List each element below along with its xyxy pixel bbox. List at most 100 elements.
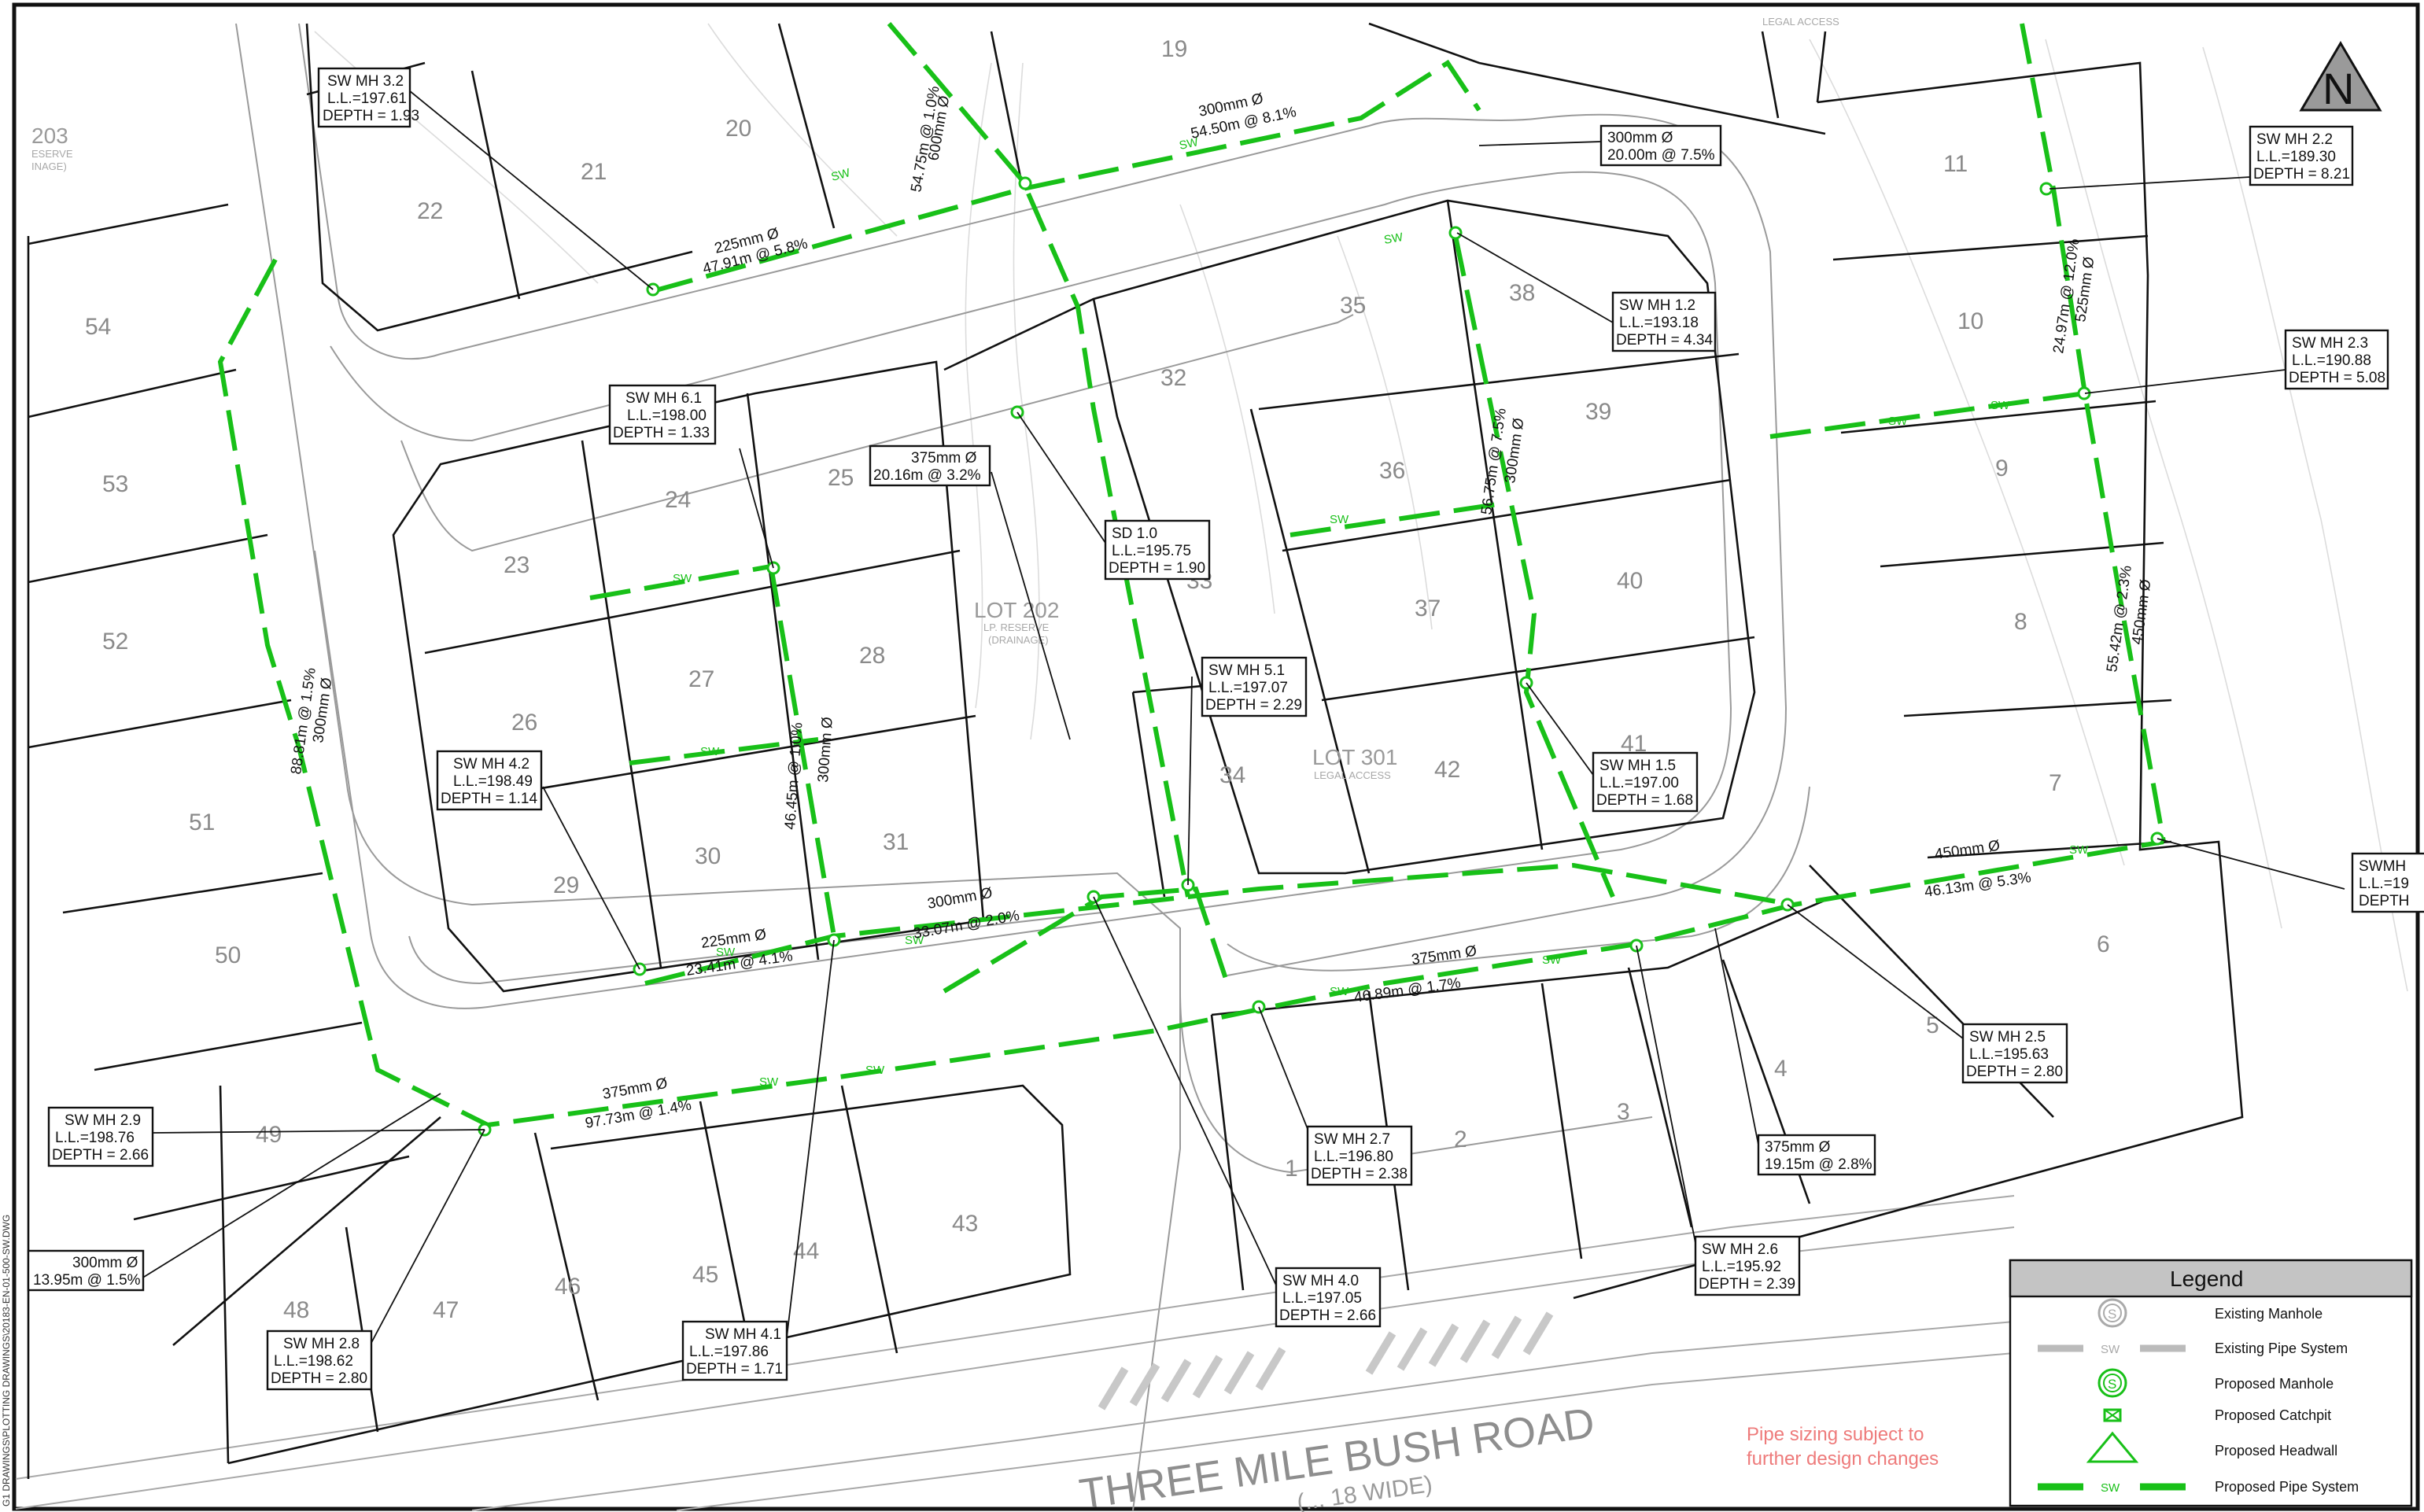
svg-text:6: 6 xyxy=(2097,931,2110,957)
svg-text:SW: SW xyxy=(2101,1481,2120,1495)
svg-text:DEPTH = 2.29: DEPTH = 2.29 xyxy=(1205,697,1302,714)
svg-text:DEPTH = 2.66: DEPTH = 2.66 xyxy=(1279,1307,1376,1324)
svg-text:LOT 202: LOT 202 xyxy=(974,598,1059,622)
svg-text:DEPTH = 1.68: DEPTH = 1.68 xyxy=(1596,792,1693,809)
svg-text:LEGAL ACCESS: LEGAL ACCESS xyxy=(1314,769,1391,781)
svg-text:DEPTH: DEPTH xyxy=(2359,893,2409,909)
svg-text:21: 21 xyxy=(581,159,607,185)
svg-text:10: 10 xyxy=(1957,308,1983,334)
svg-text:Proposed Headwall: Proposed Headwall xyxy=(2215,1443,2337,1459)
svg-text:L.L.=197.61: L.L.=197.61 xyxy=(327,90,407,107)
svg-text:LOT 301: LOT 301 xyxy=(1312,745,1397,769)
svg-text:19.15m @ 2.8%: 19.15m @ 2.8% xyxy=(1765,1156,1872,1173)
svg-text:SW: SW xyxy=(1330,985,1349,998)
svg-text:300mm Ø: 300mm Ø xyxy=(72,1255,138,1271)
svg-text:SW MH 2.7: SW MH 2.7 xyxy=(1314,1131,1390,1148)
svg-text:L.L.=195.75: L.L.=195.75 xyxy=(1112,543,1191,559)
svg-text:N: N xyxy=(2323,64,2354,113)
pipe-label-box: 300mm Ø13.95m @ 1.5% xyxy=(27,1249,145,1292)
svg-text:L.L.=190.88: L.L.=190.88 xyxy=(2292,352,2371,369)
svg-text:DEPTH = 2.38: DEPTH = 2.38 xyxy=(1311,1166,1408,1182)
svg-text:8: 8 xyxy=(2014,609,2027,635)
pipe-sw-tags: SW SW SW SW SW SW SW SW SW SW SW SW SW S… xyxy=(673,135,2089,1089)
svg-text:42: 42 xyxy=(1434,757,1460,783)
svg-text:19: 19 xyxy=(1161,36,1187,62)
svg-text:L.L.=198.62: L.L.=198.62 xyxy=(274,1353,353,1370)
svg-text:SW MH 2.3: SW MH 2.3 xyxy=(2292,335,2368,352)
legend: Legend S Existing Manhole SW Existing Pi… xyxy=(2009,1259,2413,1507)
svg-text:L.L.=197.00: L.L.=197.00 xyxy=(1599,775,1679,791)
svg-text:SW MH 2.6: SW MH 2.6 xyxy=(1702,1241,1778,1258)
svg-text:SW MH 3.2: SW MH 3.2 xyxy=(327,73,404,90)
svg-text:31: 31 xyxy=(883,829,909,855)
svg-text:5: 5 xyxy=(1926,1012,1939,1038)
svg-text:SW: SW xyxy=(1178,135,1200,153)
svg-text:23.41m @ 4.1%: 23.41m @ 4.1% xyxy=(685,948,794,979)
svg-text:INAGE): INAGE) xyxy=(31,160,67,172)
svg-text:ESERVE: ESERVE xyxy=(31,148,73,160)
svg-text:9: 9 xyxy=(1995,455,2009,481)
svg-text:20: 20 xyxy=(725,116,751,142)
svg-text:7: 7 xyxy=(2049,770,2062,796)
design-note: Pipe sizing subject to further design ch… xyxy=(1747,1424,1939,1470)
svg-text:SW MH 4.0: SW MH 4.0 xyxy=(1282,1273,1359,1289)
svg-text:Proposed Catchpit: Proposed Catchpit xyxy=(2215,1407,2331,1423)
svg-text:DEPTH = 2.66: DEPTH = 2.66 xyxy=(52,1147,149,1164)
svg-text:13.95m @ 1.5%: 13.95m @ 1.5% xyxy=(33,1272,141,1289)
svg-text:L.L.=198.49: L.L.=198.49 xyxy=(453,773,533,790)
sheet-border xyxy=(12,2,2420,1511)
svg-text:SW MH 1.5: SW MH 1.5 xyxy=(1599,758,1676,774)
svg-text:375mm Ø: 375mm Ø xyxy=(911,450,977,467)
svg-text:2: 2 xyxy=(1454,1127,1467,1152)
svg-text:Pipe sizing subject to: Pipe sizing subject to xyxy=(1747,1424,1924,1445)
svg-text:SW: SW xyxy=(2069,843,2089,857)
svg-text:SW MH 2.9: SW MH 2.9 xyxy=(65,1112,141,1129)
svg-text:27: 27 xyxy=(688,666,714,692)
svg-text:SW MH 6.1: SW MH 6.1 xyxy=(625,390,702,407)
svg-text:SW MH 2.8: SW MH 2.8 xyxy=(283,1336,360,1352)
svg-text:SW: SW xyxy=(1383,230,1405,247)
svg-text:33.07m @ 2.0%: 33.07m @ 2.0% xyxy=(912,908,1020,942)
svg-text:36: 36 xyxy=(1379,458,1405,484)
svg-text:46: 46 xyxy=(555,1274,581,1300)
pipe-label-box: 375mm Ø20.16m @ 3.2% xyxy=(869,444,991,487)
svg-text:51: 51 xyxy=(189,809,215,835)
svg-text:SW: SW xyxy=(1330,513,1349,526)
svg-text:SW: SW xyxy=(2101,1343,2120,1356)
svg-text:26: 26 xyxy=(511,710,537,736)
pipe-manhole-markers xyxy=(478,176,2164,1137)
svg-text:L.L.=198.00: L.L.=198.00 xyxy=(627,408,707,424)
svg-text:30: 30 xyxy=(695,843,721,869)
svg-text:SW MH 2.2: SW MH 2.2 xyxy=(2256,131,2333,148)
svg-text:DEPTH = 2.39: DEPTH = 2.39 xyxy=(1699,1276,1795,1293)
proposed-pipe-network xyxy=(217,22,2166,1128)
svg-text:20.00m @ 7.5%: 20.00m @ 7.5% xyxy=(1607,147,1715,164)
svg-text:53: 53 xyxy=(102,471,128,497)
svg-text:3: 3 xyxy=(1617,1099,1630,1125)
svg-text:SW MH 4.2: SW MH 4.2 xyxy=(453,756,529,773)
svg-text:SW MH 4.1: SW MH 4.1 xyxy=(705,1326,781,1343)
svg-text:46.45m @ 1.0%: 46.45m @ 1.0% xyxy=(782,722,806,831)
svg-text:Proposed Manhole: Proposed Manhole xyxy=(2215,1376,2334,1392)
svg-text:375mm Ø: 375mm Ø xyxy=(601,1075,669,1103)
svg-text:SW: SW xyxy=(905,934,924,947)
svg-text:SW: SW xyxy=(865,1064,885,1077)
svg-text:(DRAINAGE): (DRAINAGE) xyxy=(988,634,1049,646)
svg-text:48: 48 xyxy=(283,1297,309,1323)
svg-text:L.L.=197.05: L.L.=197.05 xyxy=(1282,1290,1362,1307)
label-leaders xyxy=(141,90,2345,1354)
svg-text:DEPTH = 8.21: DEPTH = 8.21 xyxy=(2253,166,2350,183)
svg-text:SW: SW xyxy=(1542,953,1562,967)
svg-text:300mm Ø: 300mm Ø xyxy=(1607,130,1673,146)
svg-text:SW MH 2.5: SW MH 2.5 xyxy=(1969,1029,2046,1045)
proposed-manhole-icon: S xyxy=(2097,1368,2127,1398)
